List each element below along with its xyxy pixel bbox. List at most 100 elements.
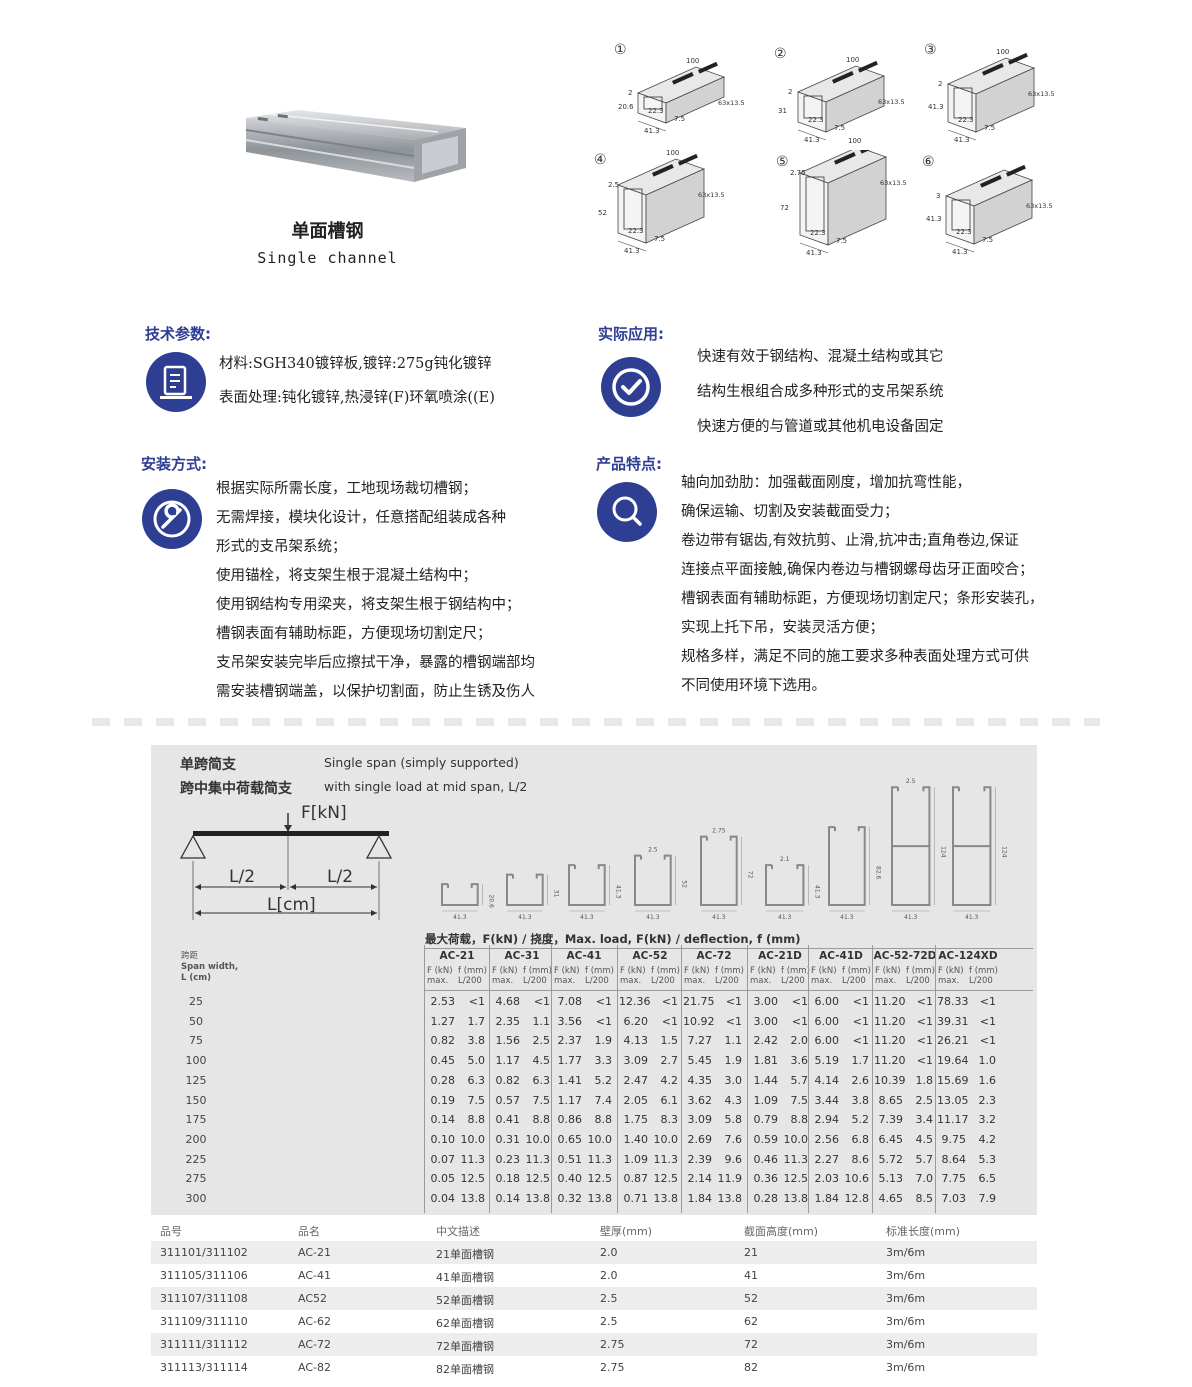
- channel-drawing-svg: [616, 153, 706, 252]
- magnifier-icon: [597, 482, 657, 542]
- deflection-sub-limit: L/200: [906, 976, 930, 986]
- deflection-cell: 5.7: [915, 1152, 934, 1166]
- max-load-cell: 5.72: [878, 1152, 904, 1166]
- max-load-cell: 5.13: [878, 1172, 904, 1186]
- load-table-title: 最大荷载，F(kN) / 挠度，Max. load, F(kN) / defle…: [425, 932, 801, 946]
- drawing-dimension-label: 7.5: [982, 236, 994, 244]
- product-table-cell: 82单面槽钢: [436, 1363, 494, 1376]
- product-table-cell: 21单面槽钢: [436, 1248, 494, 1261]
- drawing-dimension-label: 41.3: [804, 136, 820, 144]
- max-load-cell: 2.14: [687, 1172, 713, 1186]
- max-load-cell: 0.71: [623, 1192, 649, 1205]
- max-load-cell: 0.14: [430, 1113, 456, 1127]
- span-label: L[cm]: [267, 895, 316, 915]
- deflection-sub-unit: f (mm): [842, 966, 871, 976]
- span-value: 300: [185, 1192, 207, 1205]
- force-sub-max: max.: [811, 976, 833, 986]
- drawing-dimension-label: 100: [848, 137, 862, 145]
- column-divider: [617, 945, 618, 1213]
- drawing-dimension-label: 41.3: [624, 247, 640, 255]
- max-load-cell: 0.46: [753, 1152, 779, 1166]
- drawing-number: ②: [774, 46, 787, 62]
- max-load-cell: 0.65: [557, 1132, 583, 1146]
- product-table-cell: 52单面槽钢: [436, 1294, 494, 1307]
- deflection-sub-limit: L/200: [523, 976, 547, 986]
- deflection-cell: 3.6: [790, 1054, 809, 1068]
- application-line: 快速方便的与管道或其他机电设备固定: [697, 419, 944, 435]
- max-load-cell: 0.79: [753, 1113, 779, 1127]
- drawing-dimension-label: 41.3: [926, 215, 942, 223]
- span-head-unit: L (cm): [181, 973, 212, 983]
- deflection-cell: 4.2: [978, 1132, 997, 1146]
- drawing-dimension-label: 52: [598, 209, 607, 217]
- max-load-cell: 0.19: [430, 1093, 456, 1107]
- deflection-sub-unit: f (mm): [715, 966, 744, 976]
- max-load-cell: 2.37: [557, 1034, 583, 1048]
- check-circle-icon: [601, 357, 661, 417]
- deflection-cell: 10.0: [653, 1132, 679, 1146]
- force-sub-max: max.: [684, 976, 706, 986]
- section-height-label: 124: [1000, 846, 1007, 858]
- max-load-cell: 1.56: [495, 1034, 521, 1048]
- deflection-cell: 6.1: [660, 1093, 679, 1107]
- deflection-cell: 5.0: [467, 1054, 486, 1068]
- load-cn-title-2: 跨中集中荷载简支: [180, 781, 292, 797]
- max-load-cell: 8.64: [941, 1152, 967, 1166]
- feature-line: 规格多样，满足不同的施工要求多种表面处理方式可供: [681, 649, 1029, 665]
- product-subtitle: Single channel: [257, 249, 398, 267]
- deflection-cell: 13.8: [783, 1192, 809, 1205]
- model-column-header: AC-124XD: [938, 950, 998, 962]
- max-load-cell: 0.82: [430, 1034, 456, 1048]
- drawing-dimension-label: 2: [938, 80, 943, 88]
- product-table-header: 品号品名中文描述壁厚(mm)截面高度(mm)标准长度(mm): [151, 1218, 1037, 1241]
- deflection-subheader: f (mm)L/200: [969, 966, 998, 986]
- install-line: 形式的支吊架系统；: [216, 539, 347, 555]
- product-table-cell: 21: [744, 1246, 758, 1259]
- column-divider: [747, 945, 748, 1213]
- deflection-sub-unit: f (mm): [969, 966, 998, 976]
- max-load-cell: 6.00: [814, 1034, 840, 1048]
- deflection-cell: 2.0: [790, 1034, 809, 1048]
- deflection-cell: 8.6: [851, 1152, 870, 1166]
- model-column-header: AC-52-72D: [873, 950, 937, 962]
- install-line: 支吊架安装完毕后应擦拭干净，暴露的槽钢端部均: [216, 655, 535, 671]
- model-column-header: AC-41: [566, 950, 602, 962]
- deflection-sub-unit: f (mm): [781, 966, 810, 976]
- max-load-cell: 2.05: [623, 1093, 649, 1107]
- deflection-cell: 1.7: [467, 1014, 486, 1028]
- force-sub-unit: F (kN): [427, 966, 453, 976]
- max-load-cell: 0.51: [557, 1152, 583, 1166]
- force-sub-max: max.: [554, 976, 576, 986]
- deflection-cell: <1: [661, 1014, 678, 1028]
- max-load-cell: 19.64: [937, 1054, 969, 1068]
- deflection-cell: <1: [916, 1014, 933, 1028]
- drawing-dimension-label: 41.3: [928, 103, 944, 111]
- product-table-header-cell: 截面高度(mm): [744, 1225, 819, 1238]
- deflection-cell: 11.3: [525, 1152, 551, 1166]
- drawing-dimension-label: 31: [778, 107, 787, 115]
- force-subheader: F (kN)max.: [684, 966, 710, 986]
- product-table-cell: 3m/6m: [886, 1246, 926, 1259]
- max-load-cell: 3.00: [753, 995, 779, 1008]
- drawing-dimension-label: 100: [666, 149, 680, 157]
- deflection-sub-unit: f (mm): [458, 966, 487, 976]
- force-subheader: F (kN)max.: [750, 966, 776, 986]
- deflection-cell: 8.8: [594, 1113, 613, 1127]
- deflection-cell: 5.2: [594, 1073, 613, 1087]
- product-table-cell: 41单面槽钢: [436, 1271, 494, 1284]
- deflection-cell: <1: [979, 995, 996, 1008]
- max-load-cell: 3.09: [623, 1054, 649, 1068]
- deflection-subheader: f (mm)L/200: [523, 966, 552, 986]
- force-sub-max: max.: [620, 976, 642, 986]
- max-load-cell: 12.36: [619, 995, 651, 1008]
- max-load-cell: 1.75: [623, 1113, 649, 1127]
- deflection-cell: <1: [852, 1034, 869, 1048]
- product-table-cell: AC-82: [298, 1361, 331, 1374]
- deflection-cell: 11.3: [587, 1152, 613, 1166]
- force-sub-unit: F (kN): [875, 966, 901, 976]
- span-value: 125: [185, 1073, 207, 1087]
- column-divider: [872, 945, 873, 1213]
- deflection-cell: 4.3: [724, 1093, 743, 1107]
